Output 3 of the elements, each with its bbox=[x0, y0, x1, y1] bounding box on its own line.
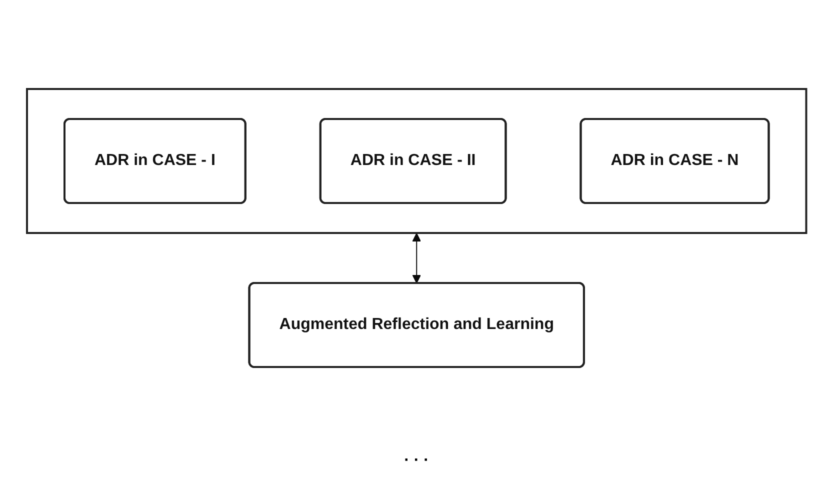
ellipsis-text: · · · bbox=[404, 452, 429, 468]
double-arrow bbox=[412, 232, 421, 283]
cluster bbox=[26, 88, 808, 234]
